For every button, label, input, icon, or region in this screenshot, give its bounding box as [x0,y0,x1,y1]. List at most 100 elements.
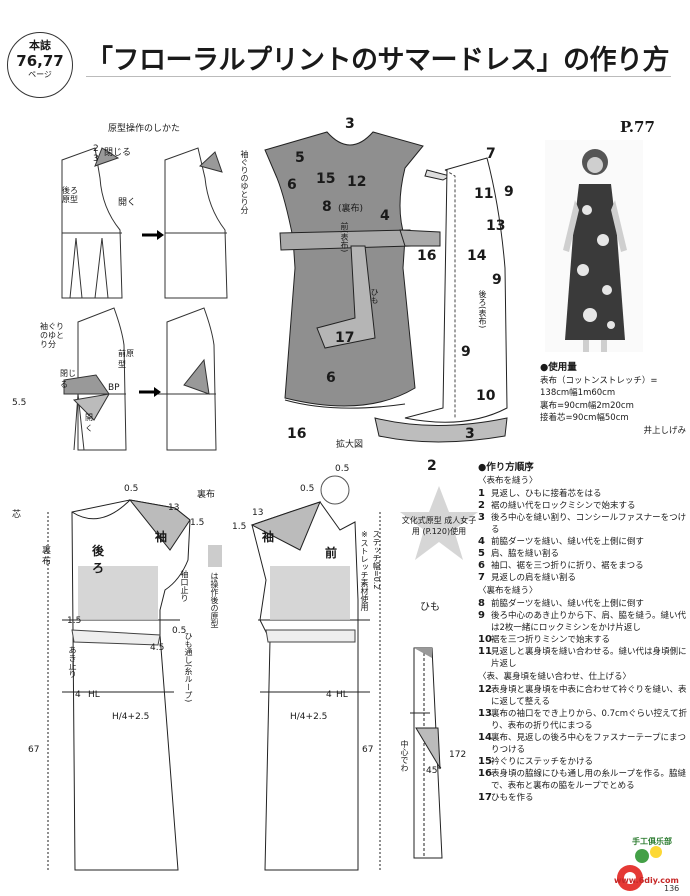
label-angle: 45° [426,766,442,776]
garment-label-4: 4 [380,208,390,224]
watermark-site: www.6diy.com [614,876,679,885]
garment-front-omote: 前(表布) [340,222,349,253]
garment-label-8: 8 [322,199,332,215]
title-underline [86,76,671,77]
label-5-5: 5.5 [12,398,27,408]
dim-4-f: 4 [326,690,332,700]
garment-label-3: 3 [345,116,355,132]
badge-pages: 76,77 [16,52,64,70]
dim-4-5: 4.5 [150,643,165,653]
garment-label-10: 10 [476,388,496,404]
garment-back-omote: 後ろ(表布) [478,290,487,329]
back-base-diagram [61,147,228,299]
label-himo-len: 172 [449,750,467,760]
garment-label-9-c: 9 [461,344,471,360]
badge-unit: ページ [28,70,52,79]
dim-13-a: 13 [168,503,180,513]
garment-label-9-a: 9 [504,184,514,200]
usage-line-3: 裏布=90cm幅2m20cm [540,400,634,411]
usage-line-1: 表布（コットンストレッチ）= [540,375,658,386]
section-title: 〈表布を縫う〉 [478,476,538,486]
usage-line-4: 接着芯=90cm幅50cm [540,413,629,423]
label-open-1: 開く [118,198,137,208]
label-h4-front: H/4+2.5 [290,712,328,722]
label-shin: 芯 [12,510,22,520]
garment-label-3-b: 3 [465,426,475,442]
usage-heading: ●使用量 [540,362,577,373]
dim-0-5-c: 0.5 [172,626,187,636]
garment-label-5: 5 [295,150,305,166]
dim-4-back: 4 [75,690,81,700]
garment-label-9-b: 9 [492,272,502,288]
legend-after-base: は操作後の原型 [210,572,219,628]
garment-label-17: 17 [335,330,355,346]
label-front-base: 前原型 [118,349,134,369]
label-ura-vert: 裏布 [42,546,52,567]
legend-swatch [208,545,222,567]
dim-13-f: 13 [252,508,264,518]
label-front: 前 [325,546,338,560]
dim-0-5-a: 0.5 [124,484,139,494]
label-num-2: 2 [93,144,99,154]
label-stitch: ステッチ幅=0.2 [372,530,381,590]
himo-pattern [410,647,443,859]
dim-1-5-b: 1.5 [67,616,82,626]
model-photo [545,140,643,352]
steps-heading: ●作り方順序 [478,462,534,473]
label-back-base: 後ろ原型 [62,186,78,204]
garment-himo: ひも [370,288,379,304]
front-pattern-draft [250,475,381,871]
label-opening: あき止り [68,646,77,678]
page-title: 「フローラルプリントのサマードレス」の作り方 [86,45,670,76]
garment-label-2: 2 [427,458,437,474]
label-open-2: 開く [85,413,93,433]
garment-label-6-b: 6 [326,370,336,386]
label-sleeve-front: 袖 [262,530,275,544]
label-tape: ※ストレッチ素材使用 [360,530,369,611]
section-title: 〈表、裏身頃を縫い合わせ、仕上げる〉 [478,672,632,682]
manipulation-title: 原型操作のしかた [108,124,181,134]
label-armhole-ease-2: 袖ぐりのゆとり分 [40,322,64,349]
page-ref: P.77 [620,118,655,136]
section-title: 〈裏布を縫う〉 [478,586,538,596]
label-himo: ひも [420,602,440,613]
label-center-fold: 中心でわ [400,740,409,772]
label-hl-back: HL [88,690,100,700]
page-number: 136 [664,884,680,893]
base-pattern-note: 文化式原型 成人女子用 (P.120)使用 [401,516,477,536]
label-close-1: 閉じる [104,148,132,158]
back-pattern-draft [47,499,191,871]
garment-label-7: 7 [486,146,496,162]
label-ura-back: 裏布 [197,490,216,500]
base-pattern-star [400,486,478,560]
label-length-back: 67 [28,745,40,755]
garment-label-13: 13 [486,218,506,234]
garment-ura: (裏布) [338,204,364,214]
label-string-loop: ひも通し(糸ループ) [184,632,193,703]
dim-0-5-f2: 0.5 [300,484,315,494]
dim-1-5-f: 1.5 [232,522,247,532]
garment-label-6: 6 [287,177,297,193]
garment-label-12: 12 [347,174,367,190]
material-usage: ●使用量 表布（コットンストレッチ）= 138cm幅1m60cm 裏布=90cm… [540,362,690,437]
dim-0-5-f1: 0.5 [335,464,350,474]
label-h4-back: H/4+2.5 [112,712,150,722]
dim-1-5-a: 1.5 [190,518,205,528]
badge-label: 本誌 [29,39,51,52]
